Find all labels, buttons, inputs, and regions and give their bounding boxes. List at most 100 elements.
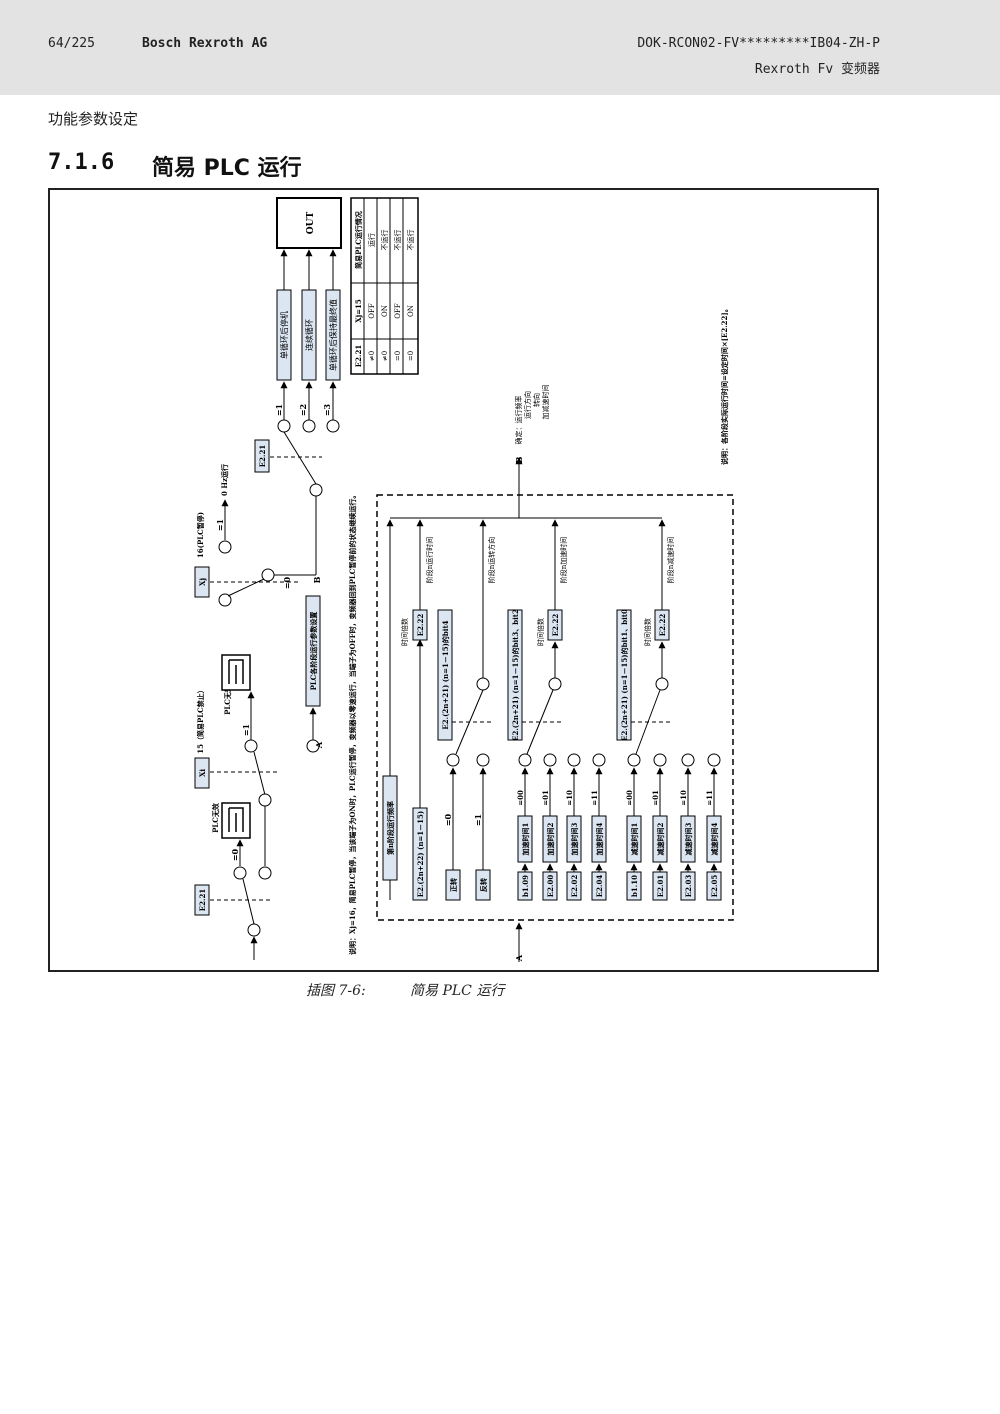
bit1-box: E2.(2n+21) (n=1－15)的bit1、bit0: [620, 609, 629, 741]
eq1-xi: =1: [241, 724, 251, 736]
time-factor-1: 时间倍数: [400, 618, 409, 646]
table-cell: =0: [394, 351, 402, 361]
e221-lower: E2.21: [198, 889, 207, 912]
eq1-xj: =1: [215, 519, 225, 531]
dec-param-1: b1.10: [630, 875, 639, 897]
acc-mark-4: =11: [590, 790, 599, 806]
dir-eq0: =0: [443, 813, 453, 826]
product-name: Rexroth Fv 变频器: [754, 62, 880, 77]
document-code: DOK-RCON02-FV*********IB04-ZH-P: [637, 36, 880, 51]
label-b-left: B: [312, 576, 322, 583]
e222-box-3: E2.22: [658, 614, 667, 637]
acc-param-1: b1.09: [521, 875, 530, 897]
stage-dec: 阶段n减速时间: [666, 537, 675, 584]
section-number: 7.1.6: [48, 150, 115, 175]
out-box: OUT: [276, 197, 342, 249]
xi-label: 15（简易PLC禁止）: [196, 686, 205, 754]
table-cell: OFF: [368, 303, 376, 319]
plc-invalid-upper: PLC无效: [223, 684, 232, 715]
plc-diagram: OUT 单循环后停机 连续循环 单循环后保持最终值 =1 =2 =3 E2.21…: [194, 197, 734, 962]
page-number: 64/225: [48, 36, 95, 51]
reverse-box: 反转: [479, 878, 488, 892]
stage-acc: 阶段n加速时间: [559, 537, 568, 584]
stage-direction: 阶段n运转方向: [487, 537, 496, 584]
section-title: 简易 PLC 运行: [152, 156, 302, 181]
dec-label-3: 减速时间3: [684, 822, 693, 855]
confirm-line-4: 加减速时间: [541, 385, 550, 420]
table-cell: 不运行: [406, 230, 415, 251]
mode-mark-3: =3: [322, 403, 332, 416]
dec-label-2: 减速时间2: [656, 822, 665, 855]
dir-eq1: =1: [473, 814, 483, 826]
zero-hz-label: 0 Hz运行: [220, 464, 229, 496]
dec-mark-4: =11: [705, 790, 714, 806]
table-cell: ≠0: [368, 351, 376, 361]
bit4-box: E2.(2n+21) (n=1－15)的bit4: [441, 620, 450, 729]
mode-mark-2: =2: [298, 404, 308, 416]
label-a-bottom: A: [514, 954, 524, 962]
e222-box-1: E2.22: [416, 614, 425, 637]
dec-mark-1: =00: [625, 790, 634, 806]
confirm-line-2: 运行方向: [523, 391, 532, 419]
mode-mark-1: =1: [274, 404, 284, 416]
plc-status-table: E2.21 Xj=15 简易PLC运行情况 ≠0 OFF 运行 ≠0 ON 不运…: [350, 197, 419, 375]
table-cell: ON: [407, 305, 415, 317]
dec-mark-3: =10: [679, 790, 688, 806]
acc-mark-2: =01: [541, 790, 550, 806]
figure-frame: OUT 单循环后停机 连续循环 单循环后保持最终值 =1 =2 =3 E2.21…: [48, 188, 879, 972]
xi-box: Xi: [198, 769, 207, 777]
acc-label-3: 加速时间3: [570, 822, 579, 856]
dec-param-3: E2.03: [684, 875, 693, 898]
table-cell: ≠0: [381, 351, 389, 361]
eq0-xj: =0: [282, 576, 292, 589]
dec-label-4: 减速时间4: [710, 822, 719, 855]
mode-label-2: 连续循环: [304, 319, 314, 351]
stage-run-time: 阶段n运行时间: [425, 537, 434, 584]
table-header-xj: Xj=15: [354, 299, 363, 323]
dec-mark-2: =01: [651, 790, 660, 806]
mode-box-2: 连续循环: [301, 289, 317, 381]
stage-params-box: PLC各阶段运行参数设置: [309, 612, 318, 691]
acc-label-1: 加速时间1: [521, 822, 530, 856]
figure-caption-label: 插图 7-6:: [306, 983, 366, 999]
table-cell: 不运行: [380, 230, 389, 251]
out-label: OUT: [306, 212, 316, 235]
bit3-box: E2.(2n+21) (n=1－15)的bit3、bit2: [511, 609, 520, 741]
acc-param-2: E2.00: [546, 875, 555, 898]
acc-mark-1: =00: [516, 790, 525, 806]
confirm-line-3: 转向: [532, 393, 541, 407]
page-header: [0, 0, 1000, 95]
company-name: Bosch Rexroth AG: [142, 36, 268, 51]
mode-label-1: 单循环后停机: [279, 311, 289, 359]
mode-box-3: 单循环后保持最终值: [325, 289, 341, 381]
dec-label-1: 减速时间1: [630, 822, 639, 855]
figure-caption-title: 简易 PLC 运行: [410, 983, 505, 999]
time-factor-2: 时间倍数: [536, 618, 545, 646]
acc-label-4: 加速时间4: [595, 822, 604, 856]
table-header-status: 简易PLC运行情况: [354, 211, 363, 269]
time-factor-3: 时间倍数: [643, 618, 652, 646]
table-cell: OFF: [394, 303, 402, 319]
acc-label-2: 加速时间2: [546, 822, 555, 856]
acc-param-4: E2.04: [595, 875, 604, 898]
eq0-e221: =0: [230, 848, 240, 861]
forward-box: 正转: [449, 878, 458, 892]
e221-upper: E2.21: [258, 445, 267, 468]
nth-frequency-box: 第n阶段运行频率: [386, 801, 395, 855]
mode-box-1: 单循环后停机: [276, 289, 292, 381]
plc-invalid-lower: PLC无效: [211, 802, 220, 833]
label-a-left: A: [314, 741, 324, 749]
dec-param-2: E2.01: [656, 875, 665, 898]
e2-2n22-box: E2.(2n+22) (n=1－15): [416, 811, 425, 897]
table-cell: 运行: [367, 233, 376, 247]
dec-param-4: E2.05: [710, 875, 719, 898]
table-cell: 不运行: [393, 230, 402, 251]
table-header-e221: E2.21: [354, 345, 363, 368]
acc-mark-3: =10: [565, 790, 574, 806]
table-cell: ON: [381, 305, 389, 317]
table-cell: =0: [407, 351, 415, 361]
e222-box-2: E2.22: [551, 614, 560, 637]
acc-param-3: E2.02: [570, 875, 579, 898]
xj-box: Xj: [198, 578, 207, 586]
confirm-line-1: 确定：运行频率: [514, 396, 523, 445]
